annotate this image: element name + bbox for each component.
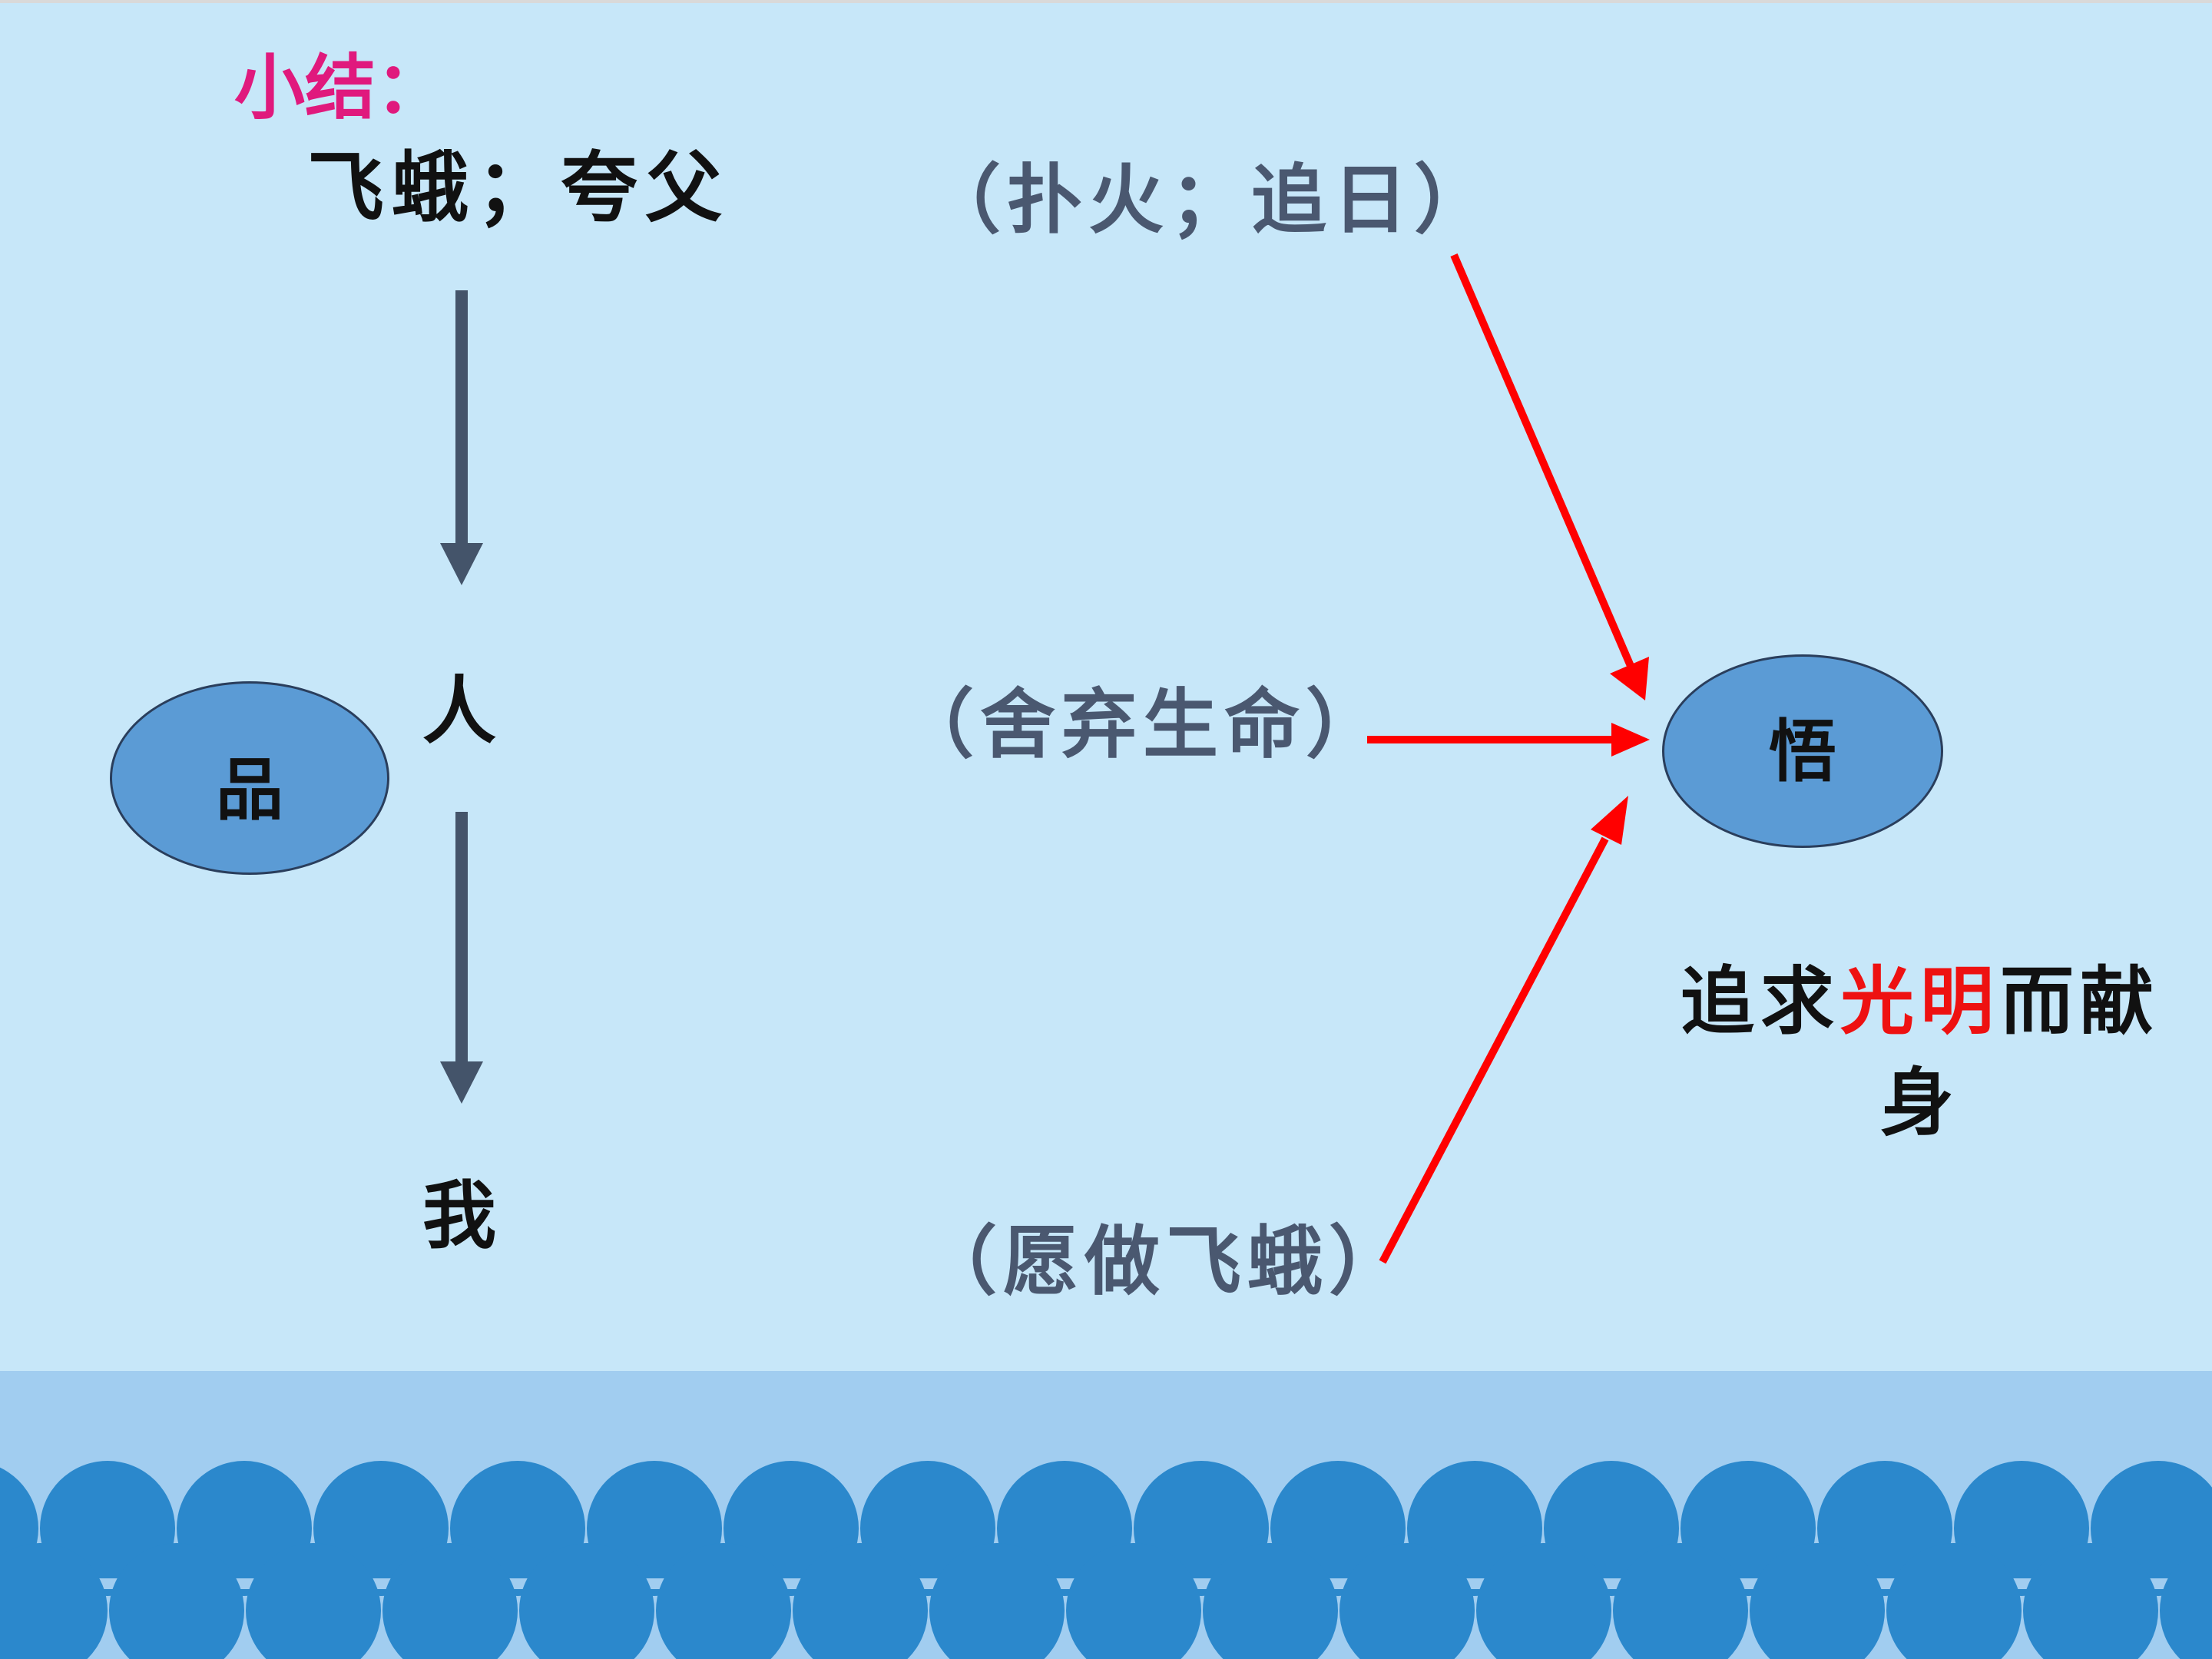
wave-scallop: [656, 1543, 791, 1659]
wave-scallop: [1886, 1543, 2022, 1659]
keywords-text: 飞蛾；夸父: [307, 142, 730, 233]
label-wo: 我: [422, 1172, 496, 1259]
wave-scallop: [519, 1543, 654, 1659]
wave-decoration: [0, 1461, 2212, 1659]
phrase-wish: （愿做飞蛾）: [922, 1217, 1411, 1306]
wave-scallop: [0, 1543, 108, 1659]
wu-label: 悟: [1768, 711, 1836, 791]
wave-scallop: [1066, 1543, 1201, 1659]
wave-scallop: [929, 1543, 1065, 1659]
wave-scallop: [1750, 1543, 1885, 1659]
wu-ellipse: 悟: [1662, 654, 1943, 848]
wave-scallop: [1203, 1543, 1338, 1659]
summary-title: 小结：: [234, 46, 447, 129]
wave-scallop: [109, 1543, 244, 1659]
wave-scallop: [793, 1543, 928, 1659]
down-arrow-bottom: [440, 812, 483, 1104]
wave-scallop: [1613, 1543, 1748, 1659]
conclusion-part2: 而献身: [1880, 958, 2160, 1147]
red-arrow-chase: [1450, 253, 1649, 700]
red-arrow-sacrifice: [1367, 723, 1650, 757]
label-ren: 人: [422, 667, 496, 754]
wave-scallop: [246, 1543, 381, 1659]
conclusion-text: 追求光明而献身: [1651, 951, 2189, 1154]
top-divider: [0, 0, 2212, 3]
red-arrow-wish: [1379, 796, 1628, 1264]
wave-row-front: [0, 1543, 2212, 1659]
wave-scallop: [2023, 1543, 2158, 1659]
down-arrow-top: [440, 290, 483, 585]
pin-label: 品: [215, 750, 283, 830]
wave-scallop: [382, 1543, 518, 1659]
pin-ellipse: 品: [110, 681, 389, 875]
wave-scallop: [1339, 1543, 1475, 1659]
phrase-chase: （扑火；追日）: [926, 156, 1496, 244]
phrase-sacrifice: （舍弃生命）: [899, 680, 1388, 769]
wave-scallop: [1476, 1543, 1611, 1659]
wave-scallop: [2160, 1545, 2212, 1659]
conclusion-highlight: 光明: [1840, 958, 2000, 1045]
conclusion-part1: 追求: [1681, 958, 1840, 1045]
